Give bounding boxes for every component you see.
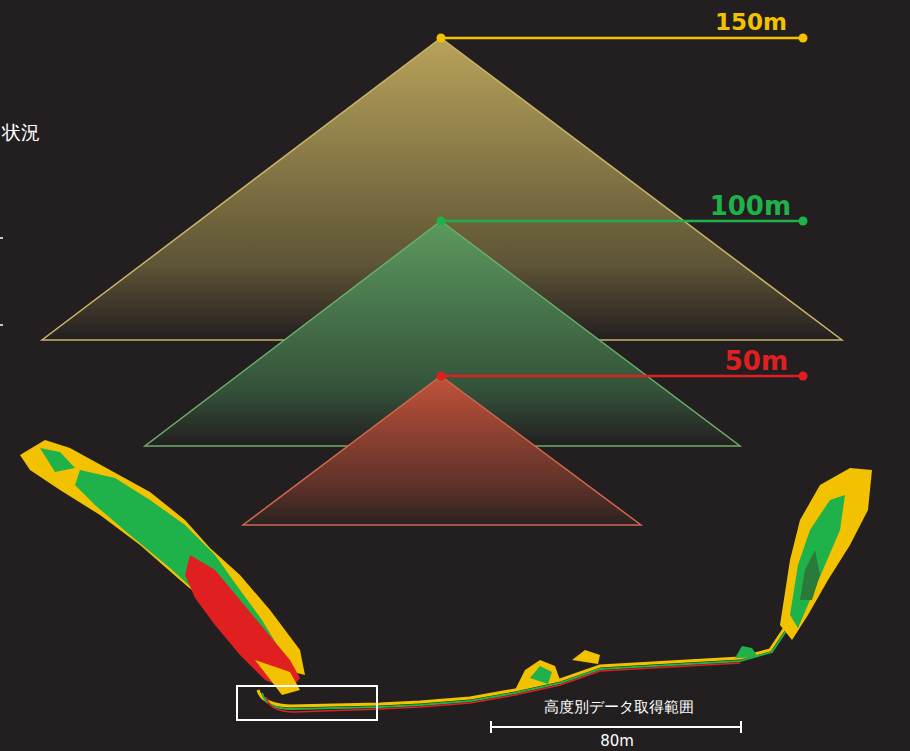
scale-value: 80m bbox=[597, 734, 637, 749]
coverage-50 bbox=[243, 376, 641, 525]
scale-bar bbox=[491, 721, 741, 733]
edge-heading: 状況 bbox=[2, 123, 40, 142]
edge-fragment bbox=[0, 238, 3, 325]
height-label: 150m bbox=[715, 11, 787, 34]
point-cloud bbox=[20, 440, 872, 712]
scale-caption: 高度別データ取得範囲 bbox=[541, 700, 697, 715]
height-label: 50m bbox=[725, 348, 788, 374]
height-label: 100m bbox=[710, 193, 791, 219]
highlight-box bbox=[237, 686, 377, 720]
height-lines bbox=[437, 34, 808, 381]
